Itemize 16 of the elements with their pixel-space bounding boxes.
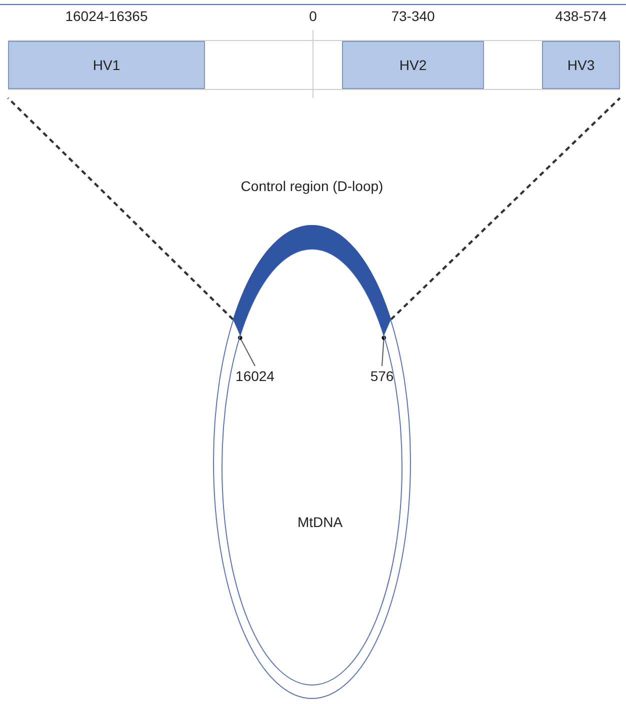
region-box: HV2 <box>342 41 484 89</box>
position-number: 16024 <box>234 366 276 388</box>
position-range-label: 438-574 <box>555 7 607 26</box>
leader-line <box>382 336 386 366</box>
region-title: Control region (D-loop) <box>240 177 384 196</box>
dashed-zoom-line <box>7 97 234 320</box>
dashed-zoom-line <box>390 97 621 320</box>
position-number: 576 <box>364 366 400 388</box>
sequence-bar <box>8 40 620 90</box>
mtdna-ring <box>213 225 411 700</box>
ring-label: MtDNA <box>297 513 343 532</box>
position-range-label: 16024-16365 <box>65 7 148 26</box>
region-box: HV3 <box>542 41 620 89</box>
position-range-label: 73-340 <box>391 7 435 26</box>
leader-line <box>238 336 256 366</box>
region-box: HV1 <box>8 41 205 89</box>
